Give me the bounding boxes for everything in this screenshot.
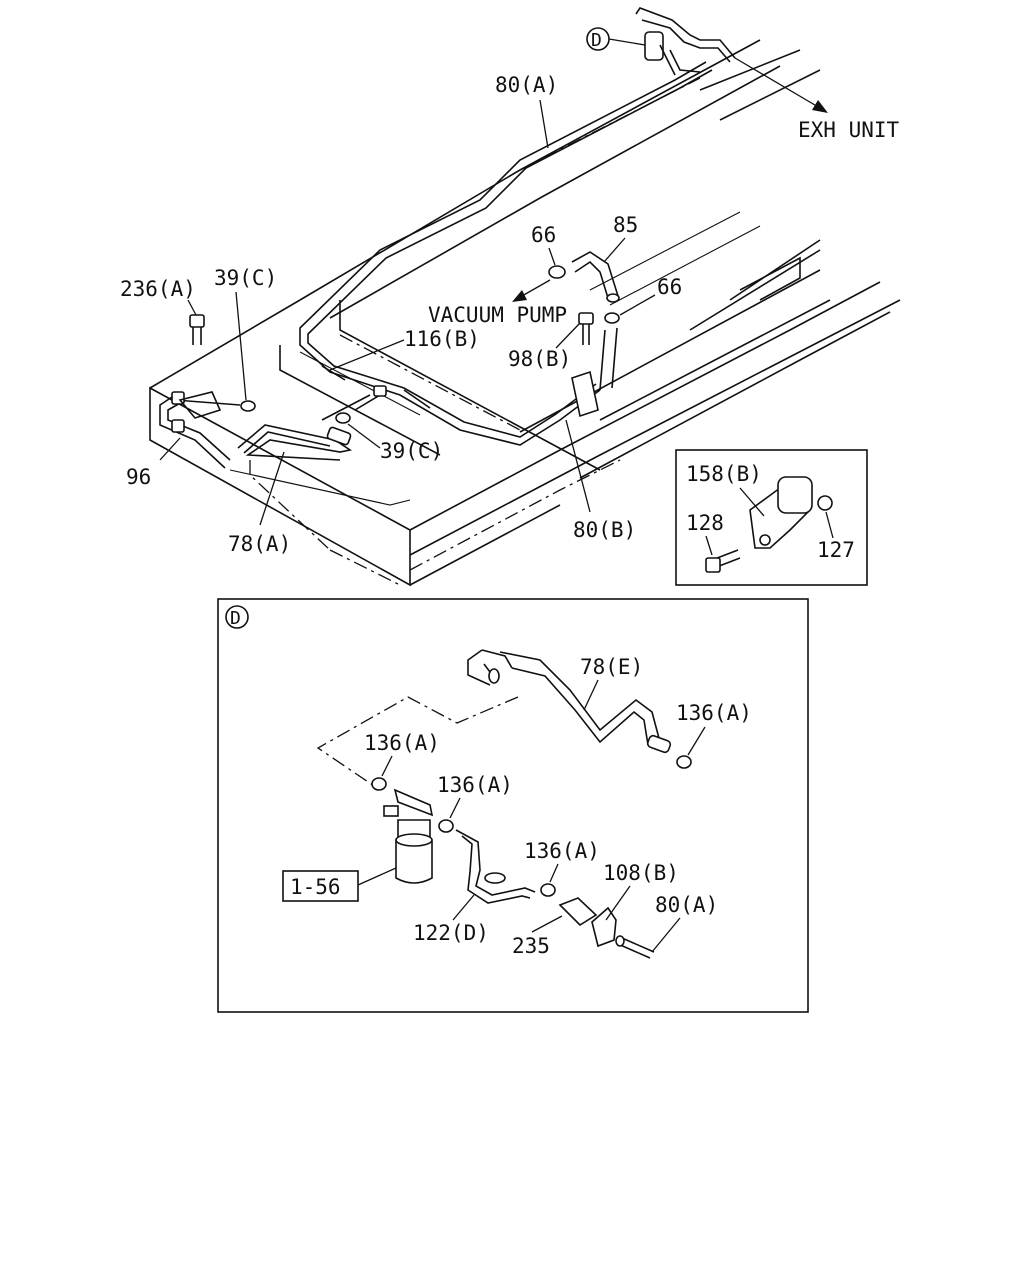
clamp-39c-low xyxy=(321,385,387,424)
label-66-a: 66 xyxy=(531,223,556,247)
clamp-136a-3 xyxy=(540,883,556,897)
label-116b: 116(B) xyxy=(404,327,480,351)
vacuum-pipe-80b xyxy=(571,327,618,418)
label-236a: 236(A) xyxy=(120,277,196,301)
hose-96 xyxy=(159,391,241,469)
clip-108b xyxy=(591,906,617,948)
detail-phantom-line xyxy=(316,696,519,791)
clamp-136a-2 xyxy=(438,819,454,833)
label-108b: 108(B) xyxy=(603,861,679,885)
detail-marker: D xyxy=(225,605,249,629)
label-78e: 78(E) xyxy=(580,655,643,679)
clamp-39c-top xyxy=(240,400,256,412)
exh-unit-arrow xyxy=(734,57,828,113)
label-39c-low: 39(C) xyxy=(380,439,443,463)
label-136a-3: 136(A) xyxy=(524,839,600,863)
label-127: 127 xyxy=(817,538,855,562)
label-158b: 158(B) xyxy=(686,462,762,486)
label-136a-4: 136(A) xyxy=(676,701,752,725)
label-235: 235 xyxy=(512,934,550,958)
vacuum-pipe-80a xyxy=(299,61,713,446)
detail-marker-top: D xyxy=(586,27,646,51)
clamp-66-b xyxy=(604,312,620,324)
vacuum-valve xyxy=(383,788,434,884)
hose-78a xyxy=(237,424,353,461)
label-80a-detail: 80(A) xyxy=(655,893,718,917)
hose-122d xyxy=(455,829,536,904)
detail-marker-top-letter: D xyxy=(591,30,602,51)
clamp-66-a xyxy=(548,265,566,279)
check-valve-top xyxy=(635,7,736,76)
hose-78e xyxy=(467,649,672,754)
label-98b: 98(B) xyxy=(508,347,571,371)
hose-116b xyxy=(321,365,431,409)
nut-127 xyxy=(817,495,833,511)
label-136a-2: 136(A) xyxy=(437,773,513,797)
sleeve-235 xyxy=(558,897,598,927)
label-80a-top: 80(A) xyxy=(495,73,558,97)
clamp-136a-1 xyxy=(371,777,387,791)
clamp-136a-4 xyxy=(676,755,692,769)
reference-1-56: 1-56 xyxy=(290,875,341,899)
reference-box-1-56 xyxy=(282,870,359,902)
pipe-80a-detail xyxy=(615,935,655,959)
hose-85 xyxy=(571,251,620,303)
label-85: 85 xyxy=(613,213,638,237)
label-39c-top: 39(C) xyxy=(214,266,277,290)
label-128: 128 xyxy=(686,511,724,535)
label-136a-1: 136(A) xyxy=(364,731,440,755)
bolt-98b xyxy=(578,312,594,345)
label-96: 96 xyxy=(126,465,151,489)
label-66-b: 66 xyxy=(657,275,682,299)
vacuum-pump-label: VACUUM PUMP xyxy=(428,303,567,327)
label-80b: 80(B) xyxy=(573,518,636,542)
detail-marker-letter: D xyxy=(230,608,241,629)
vacuum-pump-arrow xyxy=(512,279,551,302)
bolt-128 xyxy=(705,549,741,573)
exh-unit-label: EXH UNIT xyxy=(798,118,900,142)
clip-158b xyxy=(749,476,813,549)
label-78a: 78(A) xyxy=(228,532,291,556)
label-122d: 122(D) xyxy=(413,921,489,945)
bracket-236a xyxy=(178,314,222,419)
